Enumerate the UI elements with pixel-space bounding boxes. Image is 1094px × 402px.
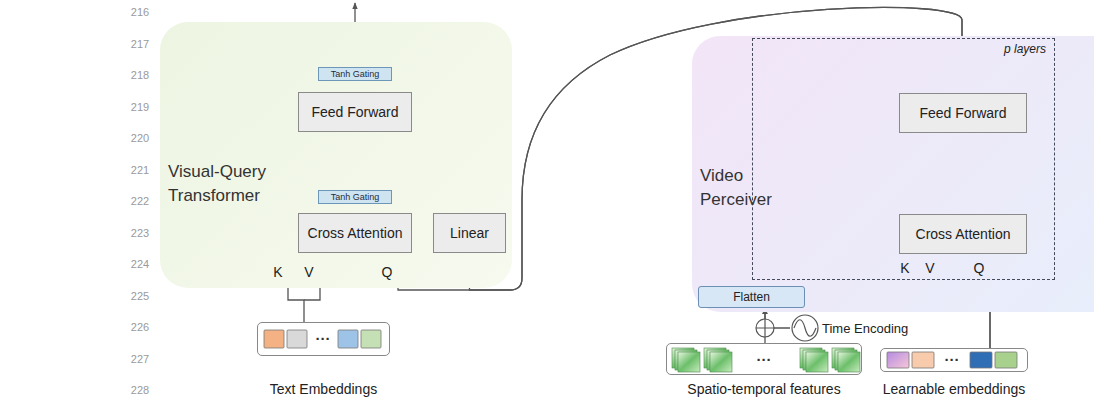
node-label: Time Encoding [822, 321, 908, 336]
line-number: 218 [131, 69, 149, 81]
module-panel: Video Perceiverp layersFeed ForwardCross… [692, 36, 1094, 312]
process-box: Cross Attention [298, 213, 412, 253]
input-letter: V [304, 264, 313, 280]
process-box: Feed Forward [899, 93, 1027, 133]
line-number: 220 [131, 132, 149, 144]
line-number: 222 [131, 195, 149, 207]
video-frame [678, 352, 700, 372]
line-number: 221 [131, 164, 149, 176]
adder-symbol [756, 319, 774, 337]
flatten-box: Flatten [698, 286, 805, 308]
node-label: Linear [450, 225, 489, 241]
video-frame [710, 352, 732, 372]
node-label: Cross Attention [916, 226, 1011, 242]
input-letter: V [925, 260, 934, 276]
time-encoding: Time Encoding [790, 313, 930, 343]
ellipsis: ··· [945, 351, 960, 368]
repeat-group: p layersFeed ForwardCross Attention [752, 38, 1055, 280]
line-number: 226 [131, 321, 149, 333]
input-letter: K [273, 264, 282, 280]
video-frame [838, 352, 860, 372]
module-panel: Visual-Query TransformerTanh GatingFeed … [160, 22, 512, 288]
node-label: Learnable embeddings [883, 381, 1025, 397]
gating-box: Tanh Gating [318, 67, 392, 81]
gating-box: Tanh Gating [318, 190, 392, 204]
node-label: Text Embeddings [270, 381, 377, 397]
line-number: 228 [131, 384, 149, 396]
node-label: Spatio-temporal features [687, 381, 840, 397]
node-label: Visual-Query Transformer [168, 160, 286, 208]
node-label: Cross Attention [308, 225, 403, 241]
process-box: Linear [433, 213, 506, 253]
input-letter: K [900, 260, 909, 276]
video-frame [806, 352, 828, 372]
video-frames [672, 348, 860, 372]
node-label: Video Perceiver [700, 164, 788, 212]
node-label: Tanh Gating [331, 69, 380, 79]
sine-icon [790, 313, 820, 343]
process-box: Feed Forward [298, 92, 412, 132]
process-box: Cross Attention [899, 214, 1027, 254]
line-number: 224 [131, 258, 149, 270]
ellipsis: ··· [757, 351, 772, 368]
node-label: Feed Forward [919, 105, 1006, 121]
line-number: 227 [131, 353, 149, 365]
node-label: p layers [753, 39, 1054, 56]
ellipsis: ··· [316, 330, 331, 347]
input-letter: Q [974, 260, 985, 276]
input-letter: Q [382, 264, 393, 280]
line-number: 223 [131, 227, 149, 239]
line-number: 225 [131, 290, 149, 302]
line-number: 216 [131, 6, 149, 18]
node-label: Flatten [733, 290, 770, 304]
node-label: Tanh Gating [331, 192, 380, 202]
line-number: 219 [131, 101, 149, 113]
node-label: Feed Forward [311, 104, 398, 120]
token-squares [264, 330, 381, 348]
line-number: 217 [131, 38, 149, 50]
